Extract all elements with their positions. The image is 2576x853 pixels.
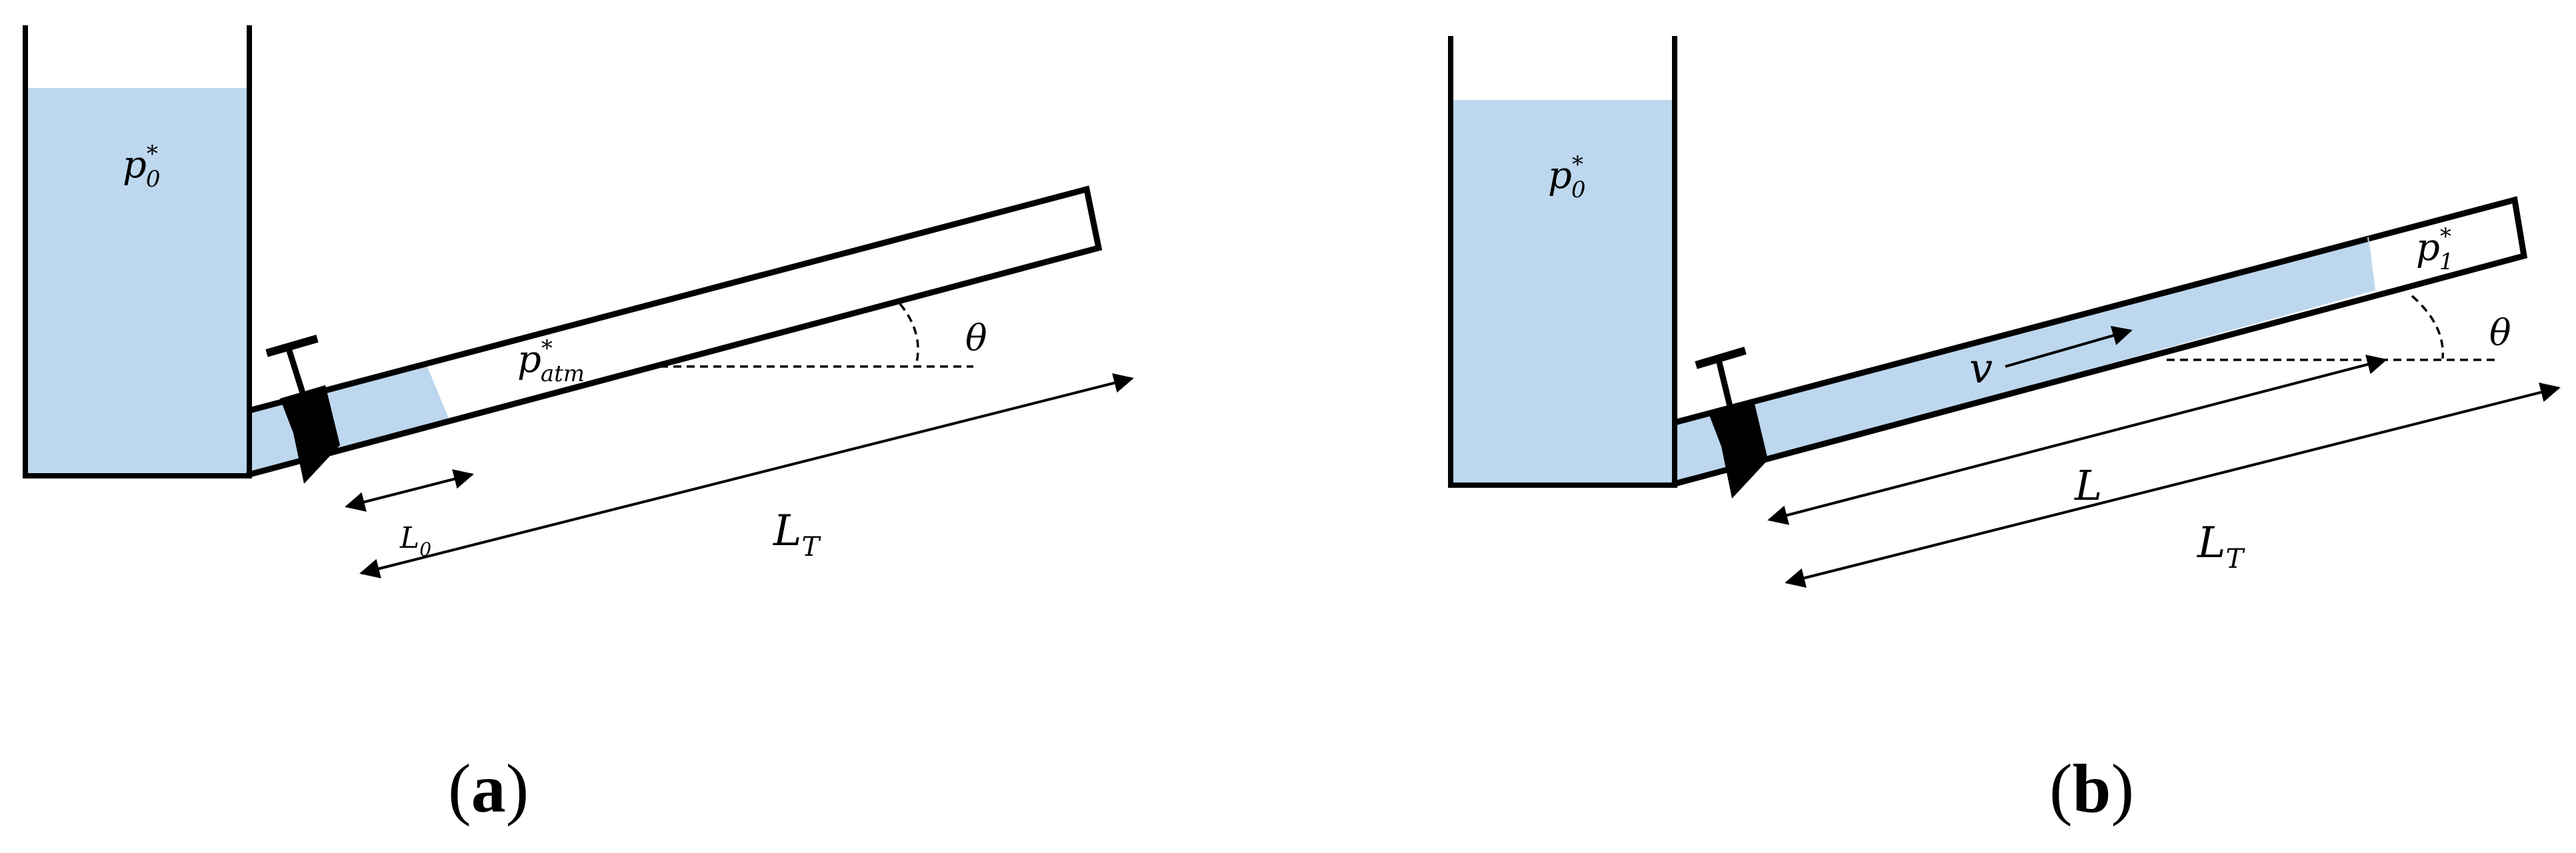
L-label: L: [2074, 461, 2102, 510]
LT-label-a: LT: [773, 506, 822, 562]
panel-b: p*0 p*1 v θ L LT (b): [1448, 36, 2561, 827]
velocity-label: v: [1969, 344, 1993, 393]
angle-label-a: θ: [965, 317, 987, 359]
LT-label-b: LT: [2197, 518, 2246, 574]
valve-b: [1695, 347, 1768, 498]
LT-dimension-arrow-b: [1785, 383, 2561, 588]
angle-label-b: θ: [2489, 312, 2511, 354]
tank-pressure-label-a: p*0: [123, 141, 161, 193]
tank-walls-a: [23, 25, 252, 478]
angle-arc-a: [899, 303, 919, 366]
tank-walls-b: [1448, 36, 1677, 488]
L0-label: L0: [399, 521, 431, 560]
valve-a: [265, 335, 340, 484]
gas-boundary-b: [2367, 237, 2375, 291]
caption-b: (b): [2049, 750, 2134, 827]
inclined-tube-b: [1671, 196, 2528, 487]
angle-arc-b: [2411, 295, 2445, 359]
gas-pressure-label-b: p*1: [2416, 223, 2454, 275]
LT-dimension-arrow-a: [359, 373, 1134, 578]
inclined-tube-a: [246, 185, 1103, 478]
tank-water-a: [25, 88, 249, 476]
panel-a: p*0 p*atm θ L0 LT (a): [23, 25, 1134, 827]
L0-dimension-arrow: [345, 469, 474, 512]
caption-a: (a): [448, 750, 529, 827]
atm-pressure-label: p*atm: [517, 335, 585, 387]
tank-water-b: [1451, 100, 1675, 484]
tank-pressure-label-b: p*0: [1548, 151, 1586, 203]
